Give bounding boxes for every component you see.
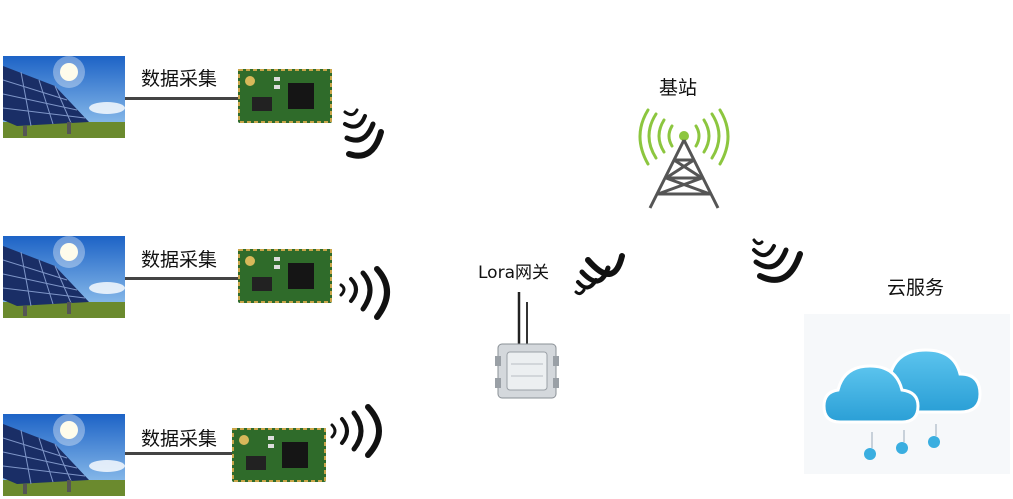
- solar-panel-image-3: [3, 414, 125, 496]
- connection-wire-1: [125, 97, 239, 100]
- cloud-icon: [822, 348, 982, 460]
- solar-panel-image-2: [3, 236, 125, 318]
- connection-wire-3: [125, 452, 233, 455]
- base-station-tower-icon: [638, 108, 730, 209]
- gateway-signal-icon: [574, 253, 625, 296]
- sensor-label-3: 数据采集: [141, 428, 218, 450]
- lora-gateway-device-icon: [495, 292, 559, 399]
- base-station-label: 基站: [659, 77, 698, 99]
- cloud-service-panel: [804, 314, 1010, 474]
- wireless-signal-icon-2: [339, 266, 390, 320]
- gateway-label: Lora网关: [478, 263, 549, 283]
- base-station-signal-icon: [752, 238, 803, 283]
- solar-panel-image-1: [3, 56, 125, 138]
- sensor-label-1: 数据采集: [141, 68, 218, 90]
- sensor-label-2: 数据采集: [141, 249, 218, 271]
- lora-module-2: [238, 249, 332, 303]
- lora-module-3: [232, 428, 326, 482]
- lora-module-1: [238, 69, 332, 123]
- connection-wire-2: [125, 277, 239, 280]
- wireless-signal-icon-1: [343, 108, 384, 159]
- wireless-signal-icon-3: [330, 404, 382, 458]
- cloud-service-label: 云服务: [887, 277, 945, 299]
